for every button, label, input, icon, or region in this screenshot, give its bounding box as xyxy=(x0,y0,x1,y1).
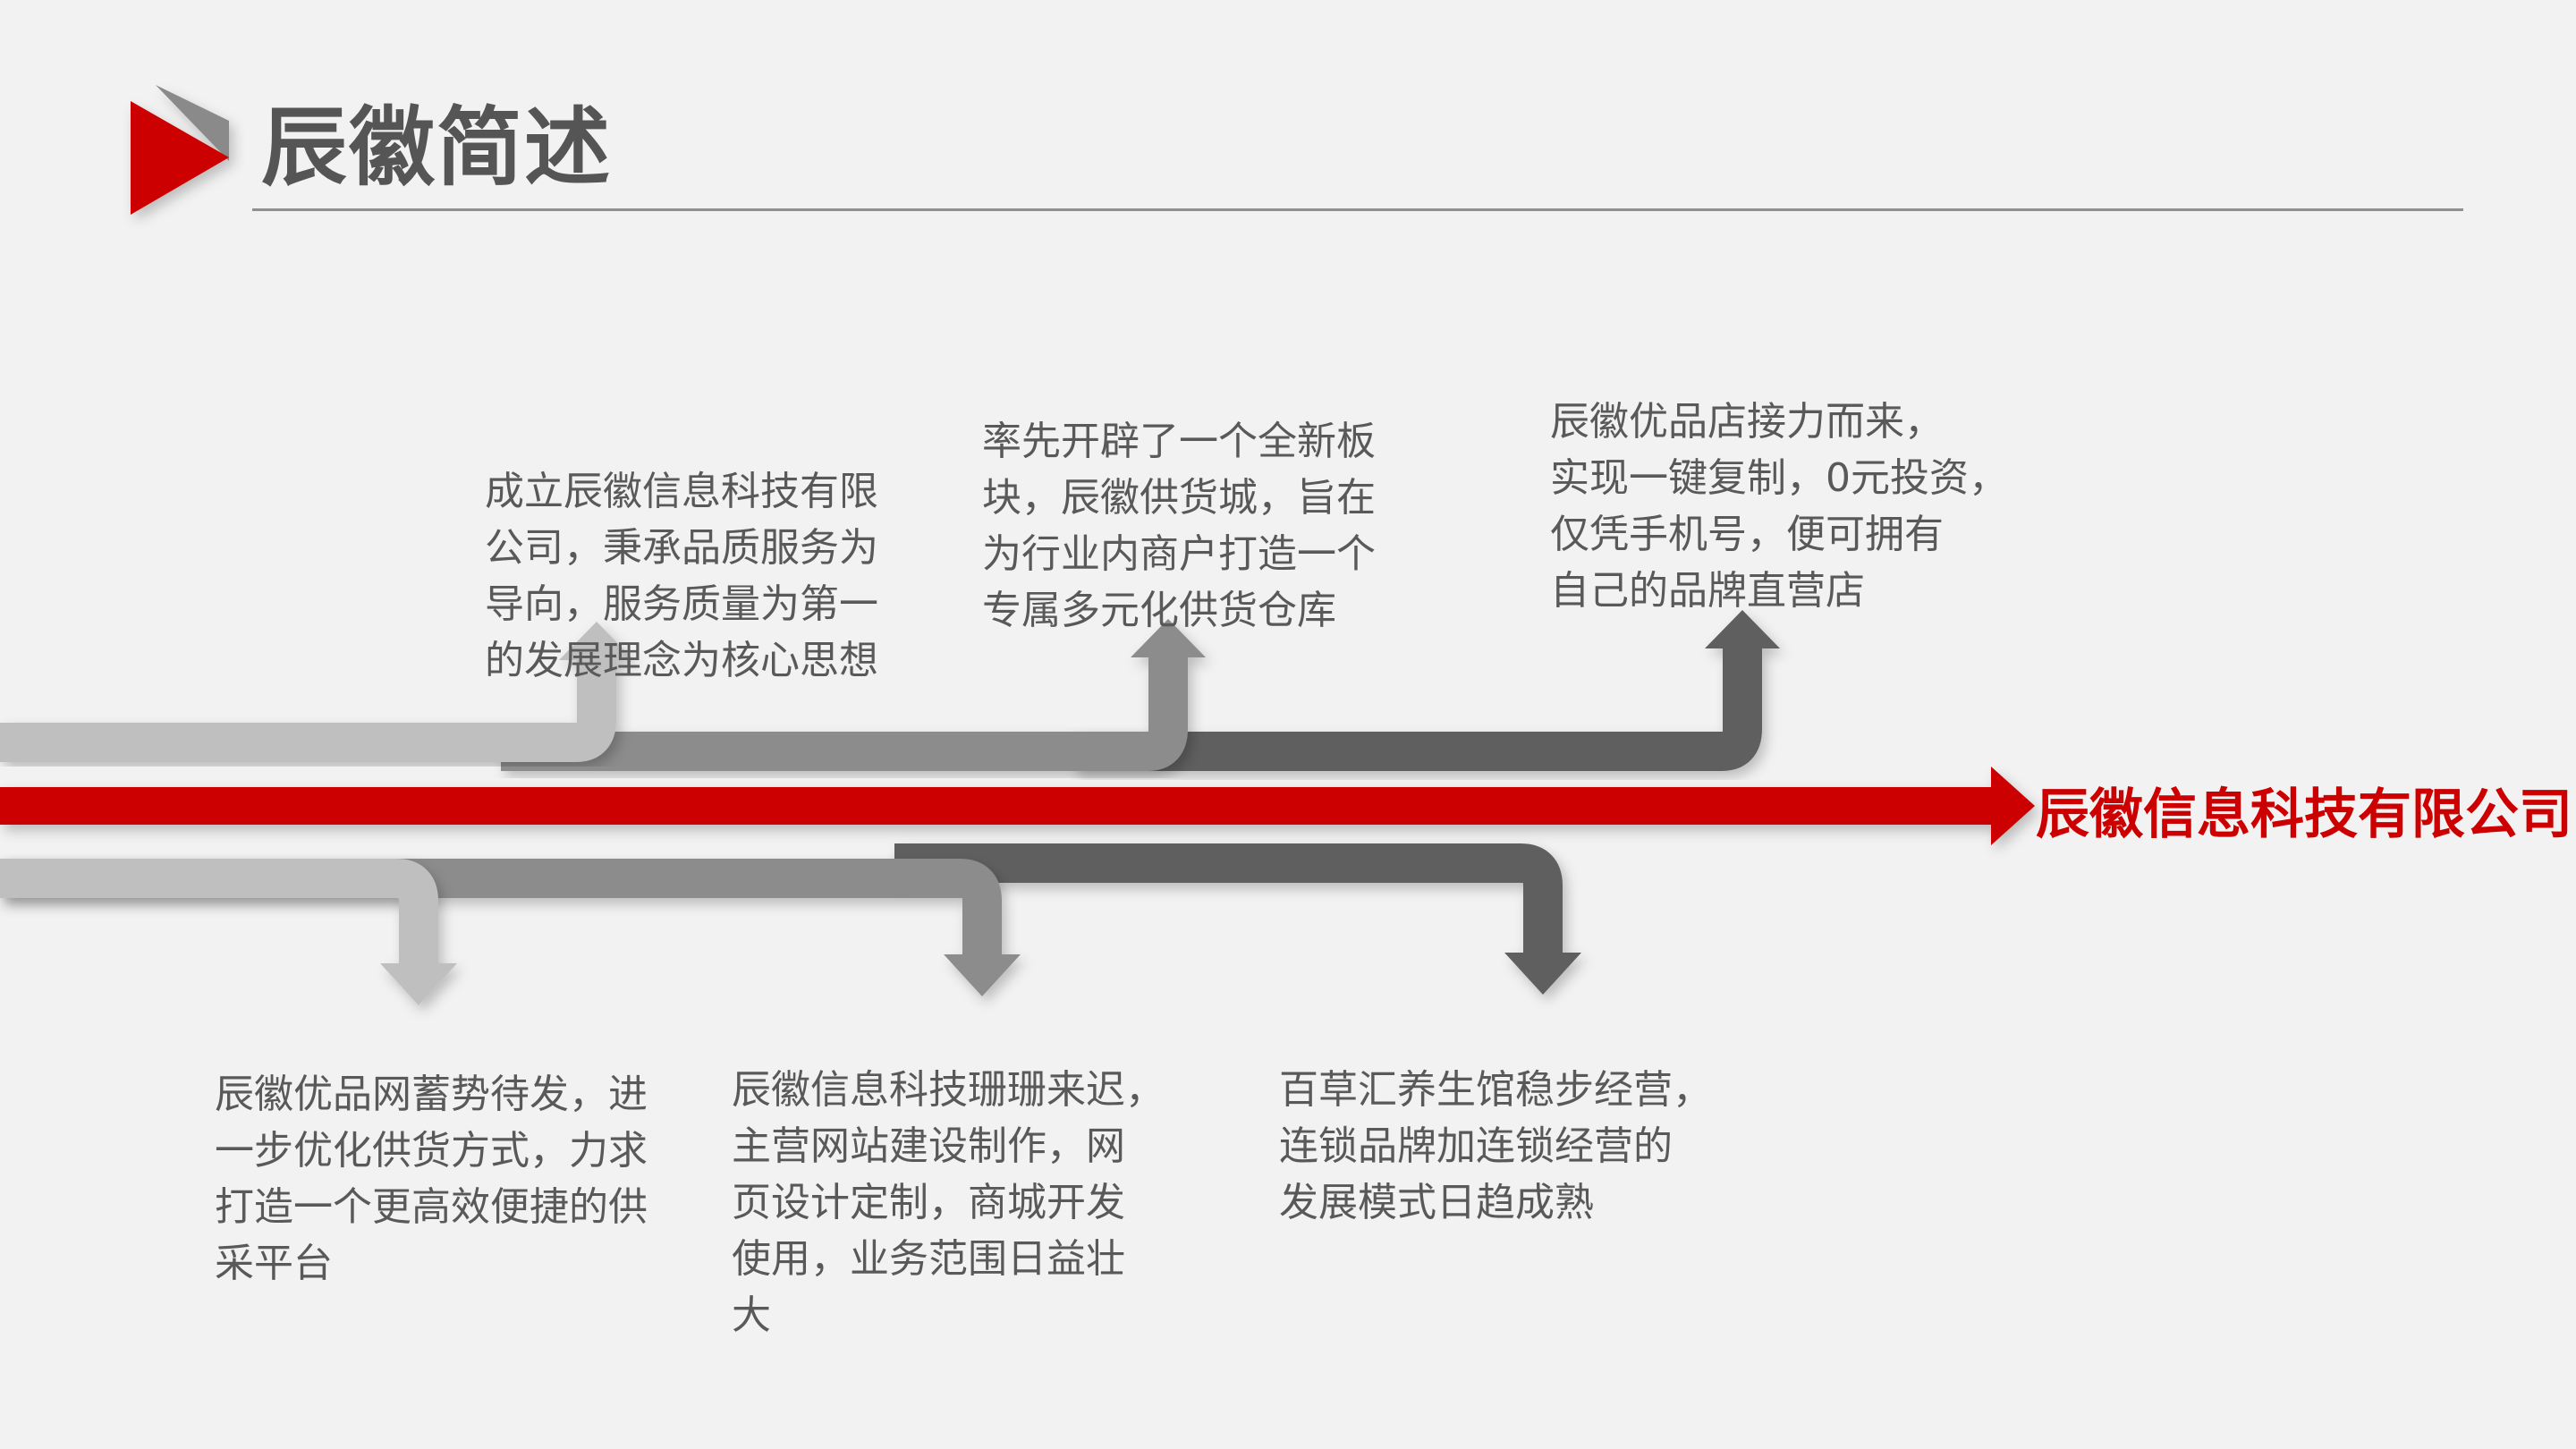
milestone-text-2: 辰徽优品网蓄势待发，进 一步优化供货方式，力求 打造一个更高效便捷的供 采平台 xyxy=(215,1072,648,1286)
milestone-text-4: 辰徽信息科技珊珊来迟， 主营网站建设制作，网 页设计定制，商城开发 使用，业务范… xyxy=(732,1067,1165,1338)
arrow-top-mid xyxy=(501,619,1206,771)
milestone-text-3: 率先开辟了一个全新板 块，辰徽供货城，旨在 为行业内商户打造一个 专属多元化供货… xyxy=(982,419,1376,633)
milestone-text-5: 辰徽优品店接力而来， 实现一键复制，0元投资， 仅凭手机号，便可拥有 自己的品牌… xyxy=(1550,399,2008,614)
play-triangle-icon xyxy=(131,85,229,215)
company-name: 辰徽信息科技有限公司 xyxy=(2036,784,2572,846)
arrow-top-dark xyxy=(1073,610,1780,771)
arrow-bottom-mid xyxy=(0,859,1021,996)
milestone-text-6: 百草汇养生馆稳步经营， 连锁品牌加连锁经营的 发展模式日趋成熟 xyxy=(1279,1067,1712,1225)
arrow-bottom-light xyxy=(0,859,457,1005)
arrow-top-light xyxy=(0,622,634,762)
arrow-bottom-dark xyxy=(894,843,1581,995)
title-divider xyxy=(252,208,2463,211)
milestone-text-1: 成立辰徽信息科技有限 公司，秉承品质服务为 导向，服务质量为第一 的发展理念为核… xyxy=(485,469,878,683)
main-red-arrow xyxy=(0,767,2035,845)
page-title: 辰徽简述 xyxy=(261,97,612,198)
